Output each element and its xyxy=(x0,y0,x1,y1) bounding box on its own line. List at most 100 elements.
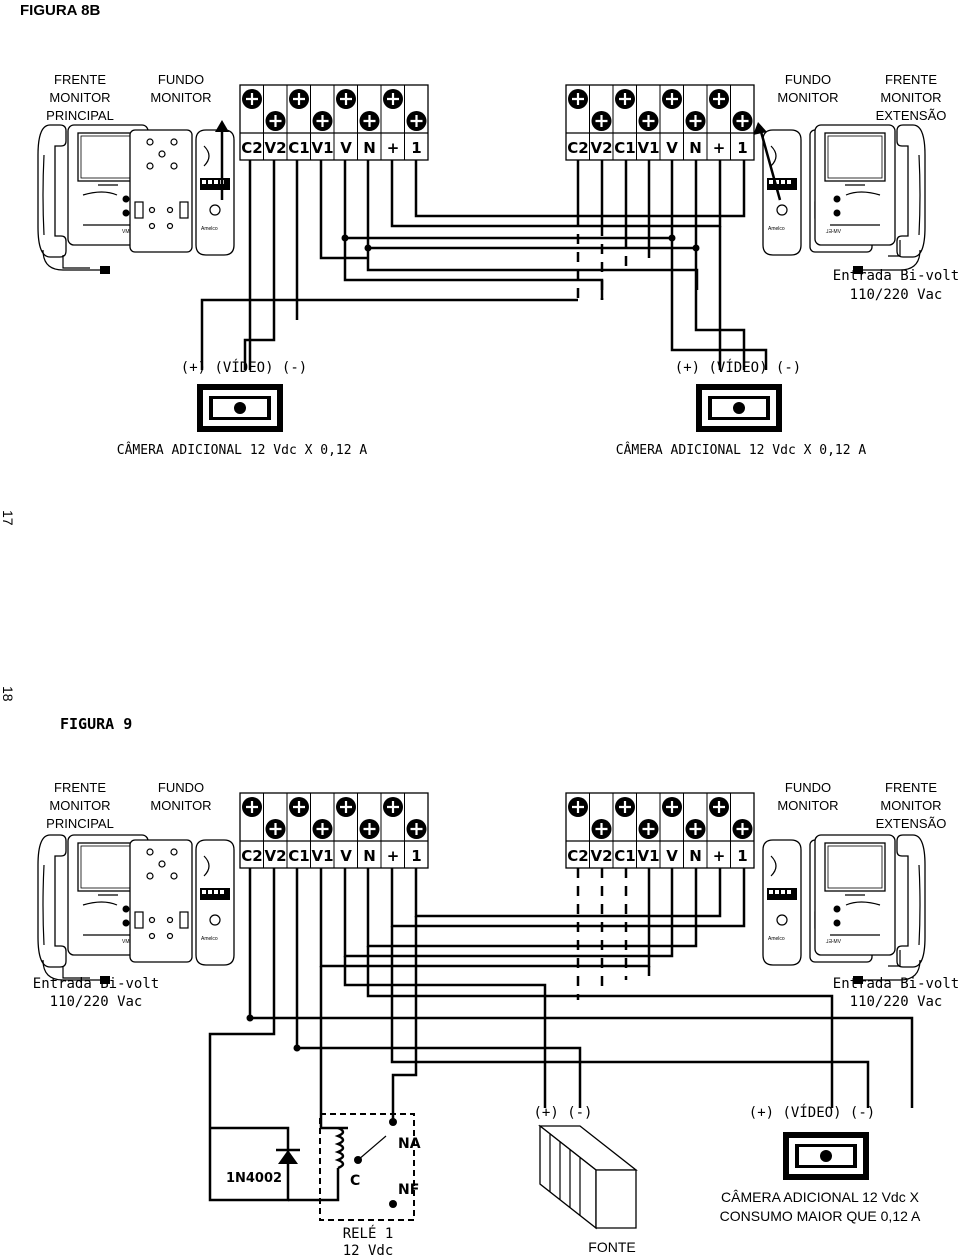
relay-na-label: NA xyxy=(398,1136,421,1152)
power-input-label-line2: 110/220 Vac xyxy=(850,287,943,303)
screw-cross xyxy=(246,801,258,813)
terminal-label: N xyxy=(363,847,376,865)
terminal-label: C2 xyxy=(241,847,262,865)
terminal-label: C1 xyxy=(288,847,309,865)
screw-cross xyxy=(619,801,631,813)
screw-cross xyxy=(340,801,352,813)
terminal-label: V xyxy=(666,847,678,865)
screw-cross xyxy=(619,93,631,105)
terminal-label: V2 xyxy=(264,139,286,157)
svg-text:MONITOR: MONITOR xyxy=(880,798,941,813)
wiring-9 xyxy=(62,868,914,1202)
wiring-8b xyxy=(62,160,901,370)
back-left-label-9: FUNDO MONITOR xyxy=(150,780,211,813)
svg-text:EXTENSÃO: EXTENSÃO xyxy=(876,816,947,831)
screw-cross xyxy=(736,115,749,127)
screw-cross xyxy=(316,115,329,127)
power-input-left-line1: Entrada Bi-volt xyxy=(33,976,159,992)
power-input-label-line1: Entrada Bi-volt xyxy=(833,268,959,284)
terminal-label: 1 xyxy=(411,139,421,157)
terminal-label: + xyxy=(713,139,726,157)
page-number-bottom: 18 xyxy=(0,686,16,702)
terminal-label: V xyxy=(340,139,352,157)
front-principal-label: FRENTE MONITOR PRINCIPAL xyxy=(46,72,114,123)
figure-8b-title: FIGURA 8B xyxy=(20,2,100,19)
terminal-label: 1 xyxy=(737,847,747,865)
terminal-label: V1 xyxy=(311,139,333,157)
screw-cross xyxy=(713,801,725,813)
camera-left xyxy=(197,384,283,432)
terminal-label: C1 xyxy=(614,139,635,157)
screw-cross xyxy=(340,93,352,105)
terminal-label: C1 xyxy=(288,139,309,157)
svg-text:MONITOR: MONITOR xyxy=(777,798,838,813)
monitor-principal-side xyxy=(195,129,235,256)
screw-cross xyxy=(689,823,702,835)
terminal-label: V1 xyxy=(311,847,333,865)
svg-text:FUNDO: FUNDO xyxy=(785,780,831,795)
svg-text:MONITOR: MONITOR xyxy=(150,90,211,105)
front-extension-label-9: FRENTE MONITOR EXTENSÃO xyxy=(876,780,947,831)
screw-cross xyxy=(572,801,584,813)
svg-text:MONITOR: MONITOR xyxy=(49,798,110,813)
svg-text:MONITOR: MONITOR xyxy=(49,90,110,105)
screw-cross xyxy=(410,115,423,127)
relay-label-line1: RELÉ 1 xyxy=(343,1225,394,1242)
camera-9-pins: (+) (VÍDEO) (-) xyxy=(749,1104,875,1121)
svg-text:FRENTE: FRENTE xyxy=(54,780,106,795)
screw-cross xyxy=(689,115,702,127)
power-input-right-line1: Entrada Bi-volt xyxy=(833,976,959,992)
terminal-label: C2 xyxy=(567,847,588,865)
power-input-right-line2: 110/220 Vac xyxy=(850,994,943,1010)
svg-text:FRENTE: FRENTE xyxy=(885,780,937,795)
monitor-principal-side-9 xyxy=(195,839,235,966)
terminal-label: N xyxy=(689,139,702,157)
terminal-label: N xyxy=(689,847,702,865)
monitor-principal-back xyxy=(129,129,193,253)
diode-label: 1N4002 xyxy=(226,1171,282,1186)
screw-cross xyxy=(387,801,399,813)
svg-text:MONITOR: MONITOR xyxy=(777,90,838,105)
terminal-label: 1 xyxy=(411,847,421,865)
screw-cross xyxy=(269,823,282,835)
monitor-principal-back-9 xyxy=(129,839,193,963)
terminal-label: 1 xyxy=(737,139,747,157)
camera-9-label-line2: CONSUMO MAIOR QUE 0,12 A xyxy=(720,1208,921,1224)
svg-text:PRINCIPAL: PRINCIPAL xyxy=(46,108,114,123)
svg-text:MONITOR: MONITOR xyxy=(150,798,211,813)
screw-cross xyxy=(713,93,725,105)
camera-left-label: CÂMERA ADICIONAL 12 Vdc X 0,12 A xyxy=(117,442,368,458)
svg-text:FUNDO: FUNDO xyxy=(158,72,204,87)
terminal-label: V xyxy=(666,139,678,157)
screw-cross xyxy=(316,823,329,835)
screw-cross xyxy=(595,115,608,127)
camera-right xyxy=(696,384,782,432)
svg-text:MONITOR: MONITOR xyxy=(880,90,941,105)
screw-cross xyxy=(363,823,376,835)
screw-cross xyxy=(642,823,655,835)
screw-cross xyxy=(246,93,258,105)
relay-nf-label: NF xyxy=(398,1182,419,1198)
terminal-label: + xyxy=(713,847,726,865)
terminal-label: + xyxy=(387,847,400,865)
svg-text:FUNDO: FUNDO xyxy=(158,780,204,795)
screw-cross xyxy=(642,115,655,127)
figure-8b: FIGURA 8B FRENTE MONITOR PRINCIPAL FUNDO… xyxy=(20,2,959,458)
terminal-label: C2 xyxy=(567,139,588,157)
terminal-label: V2 xyxy=(590,847,612,865)
diode-1n4002: 1N4002 xyxy=(218,1148,300,1187)
relay-label-line2: 12 Vdc xyxy=(343,1243,394,1259)
back-right-label: FUNDO MONITOR xyxy=(777,72,838,105)
screw-cross xyxy=(666,801,678,813)
terminal-label: V1 xyxy=(637,847,659,865)
svg-text:FUNDO: FUNDO xyxy=(785,72,831,87)
camera-9 xyxy=(783,1132,869,1180)
screw-cross xyxy=(293,801,305,813)
figure-9: FIGURA 9 FRENTE MONITOR PRINCIPAL FUNDO … xyxy=(33,715,959,1259)
svg-text:FRENTE: FRENTE xyxy=(54,72,106,87)
screw-cross xyxy=(410,823,423,835)
